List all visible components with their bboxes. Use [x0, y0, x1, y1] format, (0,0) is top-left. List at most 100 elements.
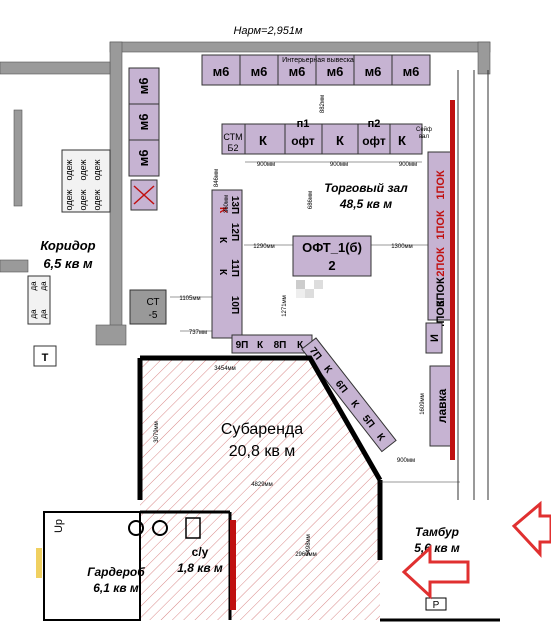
- bottom-row-4: К: [297, 340, 304, 351]
- p2-label: п2: [368, 118, 381, 130]
- dim-1609: 1609мм: [420, 393, 426, 415]
- sublease-area: Субаренда 20,8 кв м 3454мм 3079мм 4829мм…: [137, 355, 383, 620]
- dim-686: 686мм: [308, 191, 314, 209]
- oft-label-2: офт: [362, 134, 386, 148]
- bottom-row: 9П К 8П К: [231, 334, 313, 354]
- wardrobe-title: Гардероб: [87, 565, 145, 579]
- safe-sub-label: вал: [419, 134, 429, 140]
- clothes-7: да: [29, 281, 38, 291]
- stm-label: СТМ: [223, 132, 242, 142]
- top-module-5: м6: [365, 64, 382, 79]
- corridor-area: 6,5 кв м: [43, 256, 93, 271]
- narm-label: Нарм=2,951м: [233, 25, 303, 37]
- right-wall-3: 2ПОК: [435, 247, 447, 277]
- corridor-title: Коридор: [40, 238, 95, 253]
- top-module-6: м6: [403, 64, 420, 79]
- vestibule: Тамбур 5,6 кв м 900мм Р: [380, 458, 500, 622]
- entrance-arrows: [401, 500, 551, 600]
- k-label-2: К: [336, 133, 344, 148]
- left-module-3: м6: [136, 150, 151, 167]
- right-wall-1: 1ПОК: [435, 170, 447, 200]
- dim-5498: 5498мм: [306, 534, 312, 556]
- dim-900-vestibule: 900мм: [397, 458, 415, 464]
- up-label: Up: [53, 519, 65, 533]
- dim-2969: 2969мм: [295, 552, 317, 558]
- k-label-3: К: [398, 133, 406, 148]
- clothes-1: одеж: [64, 160, 74, 181]
- right-wall-6: И: [429, 334, 441, 342]
- left-module-2: м6: [136, 114, 151, 131]
- right-wall-4: 3ПОК: [435, 277, 447, 307]
- clothes-4: одеж: [78, 190, 88, 211]
- left-col-6: К: [217, 269, 228, 276]
- hall-area: 48,5 кв м: [339, 197, 392, 211]
- left-col-2: К: [217, 207, 228, 214]
- bottom-row-1: 9П: [236, 340, 249, 351]
- st-label: СТ: [147, 297, 160, 308]
- clothes-3: одеж: [78, 160, 88, 181]
- wc-area: 1,8 кв м: [177, 561, 223, 575]
- left-column: 13П К 12П К 11П К 10П: [211, 189, 243, 339]
- vestibule-area: 5,6 кв м: [414, 541, 460, 555]
- clothes-9: да: [39, 281, 48, 291]
- vestibule-title: Тамбур: [415, 525, 459, 539]
- signage-label: Интерьерная вывеска: [282, 57, 354, 64]
- st5-label: -5: [149, 310, 158, 321]
- wardrobe-area: 6,1 кв м: [93, 581, 139, 595]
- entrance-arrow-right: [511, 500, 551, 558]
- safe-label: Сейф: [416, 126, 432, 133]
- clothes-5: одеж: [92, 160, 102, 181]
- diagonal-row: 7П К 6П К 5П К: [301, 337, 397, 453]
- dim-737: 737мм: [189, 330, 207, 336]
- left-module-1: м6: [136, 78, 151, 95]
- top-module-3: м6: [289, 64, 306, 79]
- hall-title: Торговый зал: [324, 181, 408, 195]
- t-box: [33, 345, 57, 367]
- dimension-labels: 882мм 846мм 686мм 360мм 1290мм 1300мм 11…: [170, 95, 428, 415]
- t-label: Т: [42, 352, 49, 364]
- p1-label: п1: [297, 118, 310, 130]
- bottom-row-3: 8П: [274, 340, 287, 351]
- center-island-line2: 2: [328, 258, 335, 273]
- wardrobe-wc: Гардероб 6,1 кв м с/у 1,8 кв м Up: [36, 511, 223, 621]
- clothes-10: да: [39, 309, 48, 319]
- st-box: [129, 289, 167, 325]
- left-col-4: К: [217, 237, 228, 244]
- oft-label-1: офт: [291, 134, 315, 148]
- outer-walls: [0, 41, 491, 346]
- sublease-area-label: 20,8 кв м: [229, 443, 296, 460]
- dim-846: 846мм: [214, 169, 220, 187]
- top-module-2: м6: [251, 64, 268, 79]
- right-wall-7: лавка: [435, 389, 449, 424]
- dim-3079: 3079мм: [154, 421, 160, 443]
- dim-900-a: 900мм: [257, 162, 275, 168]
- p-label: Р: [433, 600, 440, 611]
- left-col-7: 10П: [229, 296, 240, 314]
- right-wall-2: 1ПОК: [435, 210, 447, 240]
- sublease-title: Субаренда: [221, 421, 303, 438]
- left-col-5: 11П: [229, 259, 240, 277]
- dim-900-b: 900мм: [330, 162, 348, 168]
- k-label-1: К: [259, 133, 267, 148]
- entrance-arrow-bottom: [401, 544, 470, 600]
- clothes-racks: одеж одеж одеж одеж одеж одеж да да да д…: [27, 149, 111, 325]
- island-row-top: СТМ Б2 К п1 офт К п2 офт К Сейф вал 900м…: [221, 118, 432, 168]
- left-col-1: 13П: [229, 196, 240, 214]
- clothes-8: да: [29, 309, 38, 319]
- dim-882: 882мм: [320, 95, 326, 113]
- center-island: ОФТ_1(б) 2: [292, 235, 372, 298]
- wc-title: с/у: [192, 545, 209, 559]
- dim-4829: 4829мм: [251, 482, 273, 488]
- center-island-line1: ОФТ_1(б): [302, 240, 362, 255]
- dim-3454: 3454мм: [214, 366, 236, 372]
- top-modules: Интерьерная вывеска м6 м6 м6 м6 м6 м6: [201, 54, 431, 86]
- right-wall-modules: 1ПОК 1ПОК 2ПОК 3ПОК 4ПОК И лавка: [425, 70, 489, 500]
- dim-900-c: 900мм: [399, 162, 417, 168]
- b2-label: Б2: [228, 143, 239, 153]
- right-wall-5: 4ПОК: [435, 300, 447, 330]
- dim-1271: 1271мм: [282, 295, 288, 317]
- dim-1300: 1300мм: [391, 244, 413, 250]
- clothes-2: одеж: [64, 190, 74, 211]
- top-module-4: м6: [327, 64, 344, 79]
